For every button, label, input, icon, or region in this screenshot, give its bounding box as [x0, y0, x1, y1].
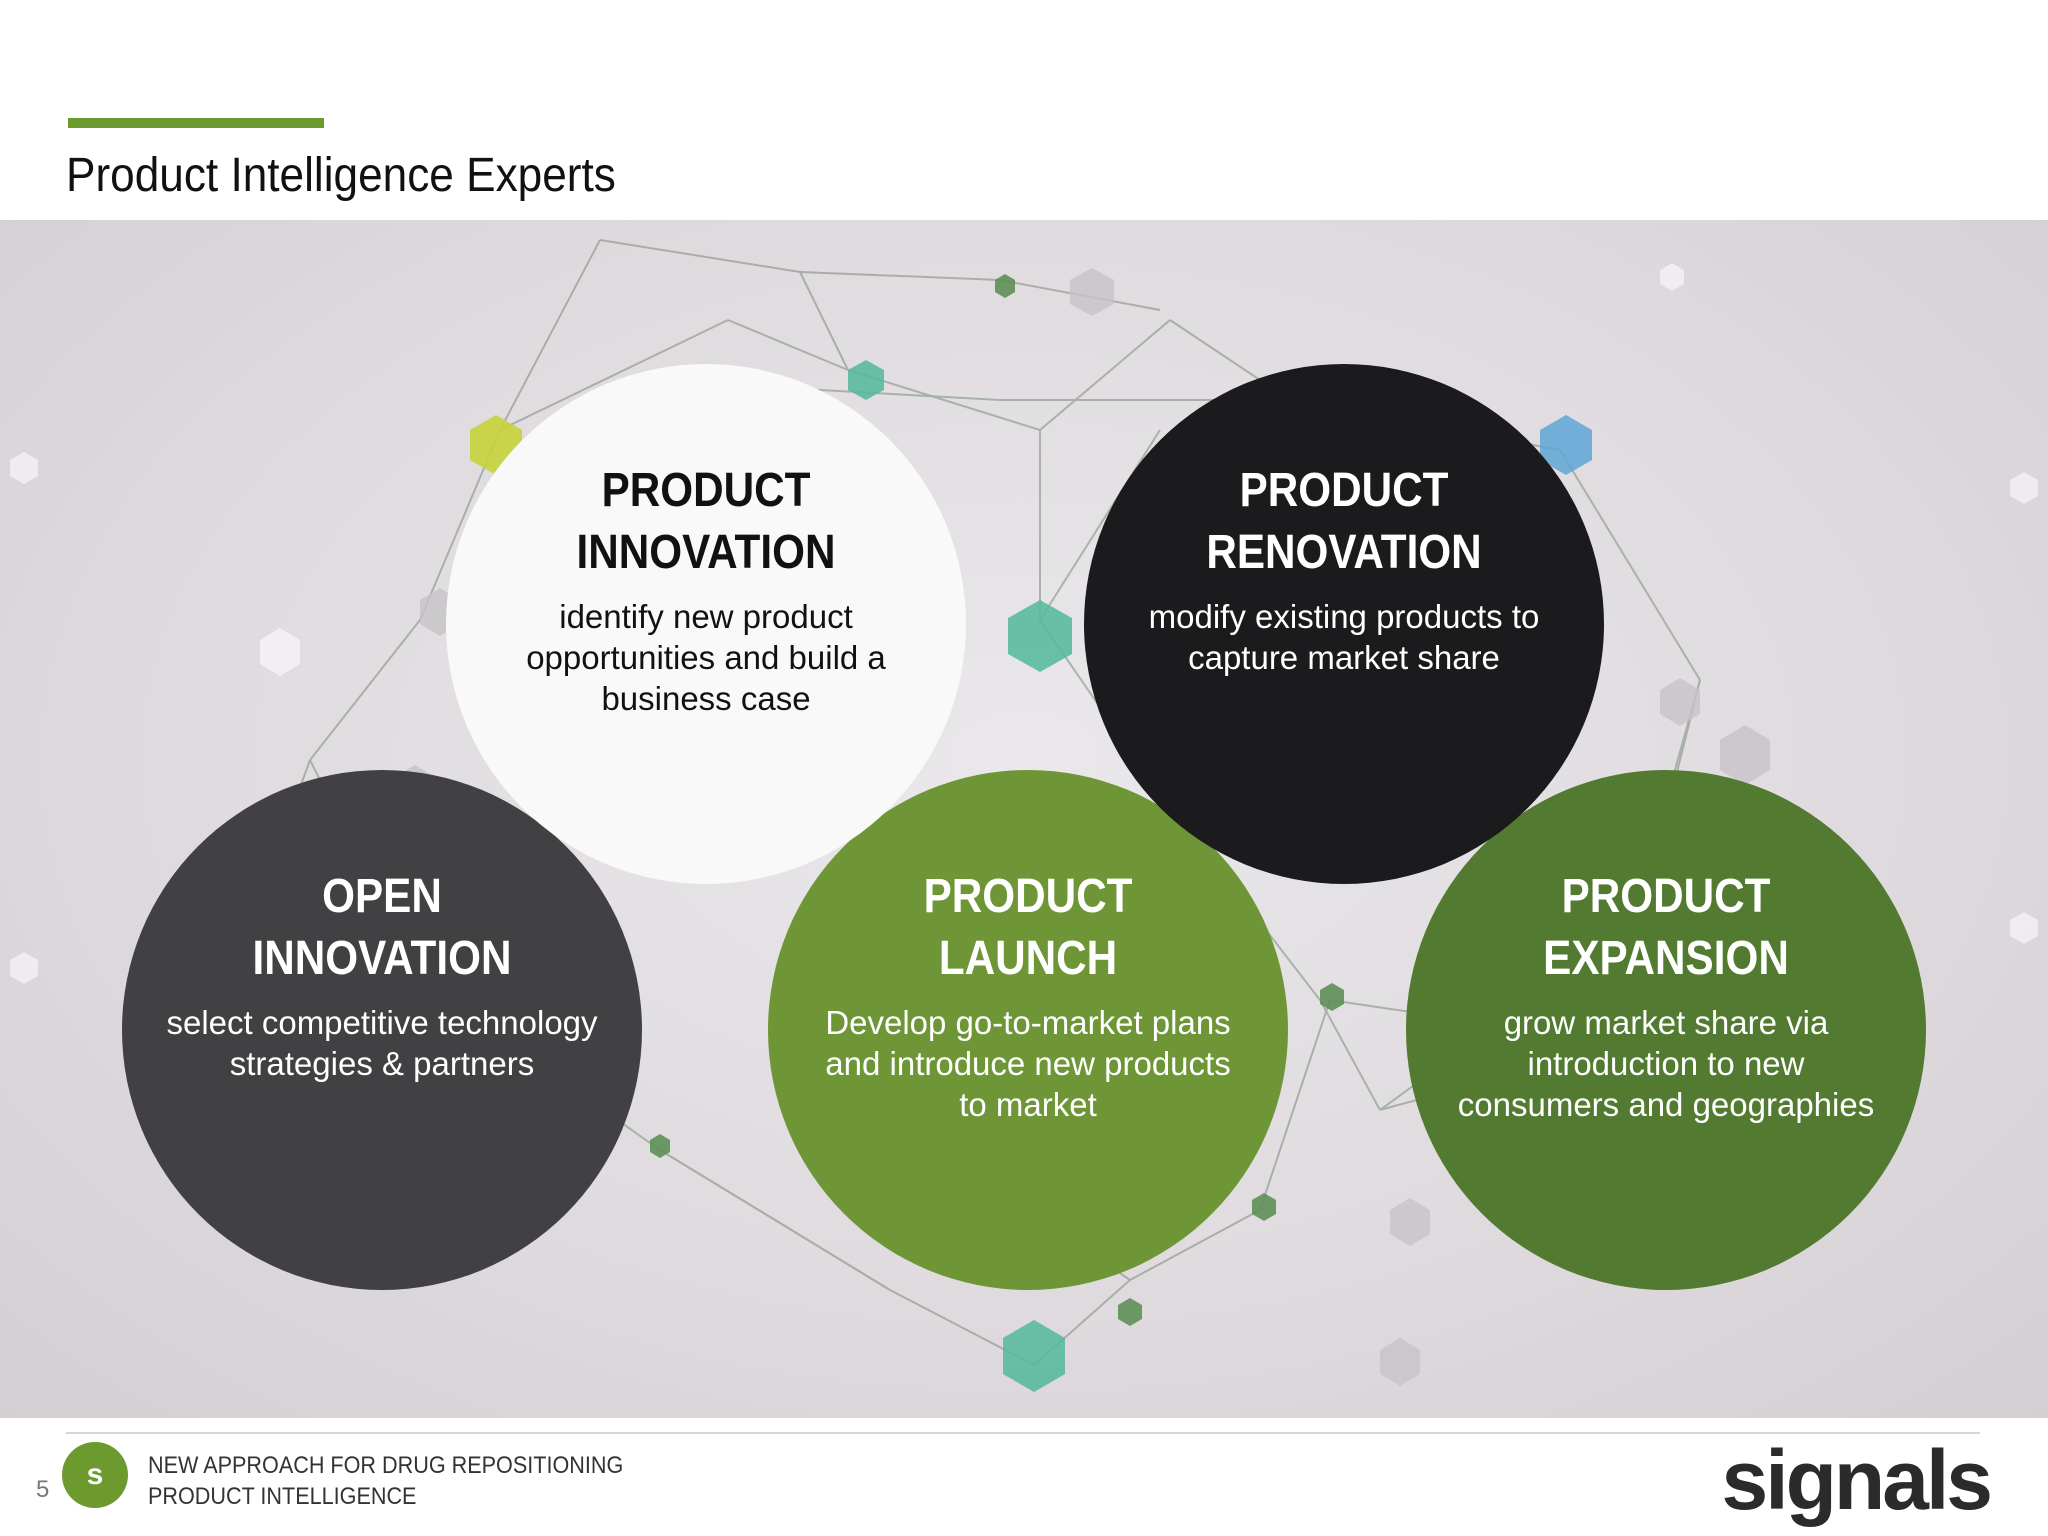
footer-caption-line2: PRODUCT INTELLIGENCE: [148, 1483, 417, 1510]
open-innovation-heading: OPEN INNOVATION: [153, 866, 611, 990]
product-launch-circle: PRODUCT LAUNCH Develop go-to-market plan…: [768, 770, 1288, 1290]
page-number: 5: [36, 1476, 50, 1503]
product-launch-heading: PRODUCT LAUNCH: [799, 866, 1257, 990]
footer-caption-line1: NEW APPROACH FOR DRUG REPOSITIONING: [148, 1452, 624, 1479]
product-expansion-description: grow market share via introduction to ne…: [1457, 1004, 1875, 1123]
open-innovation-description: select competitive technology strategies…: [166, 1004, 598, 1082]
product-renovation-heading: PRODUCT RENOVATION: [1115, 460, 1573, 584]
product-expansion-heading: PRODUCT EXPANSION: [1437, 866, 1895, 990]
signals-logo-icon: s: [62, 1442, 128, 1508]
product-innovation-heading: PRODUCT INNOVATION: [477, 460, 935, 584]
footer-divider: [66, 1432, 1980, 1434]
title-accent-bar: [68, 118, 324, 128]
slide-title: Product Intelligence Experts: [66, 149, 616, 202]
open-innovation-circle: OPEN INNOVATION select competitive techn…: [122, 770, 642, 1290]
heading-line: OPEN: [322, 870, 442, 923]
product-renovation-circle: PRODUCT RENOVATION modify existing produ…: [1084, 364, 1604, 884]
footer-caption: NEW APPROACH FOR DRUG REPOSITIONING PROD…: [148, 1450, 623, 1512]
heading-line: PRODUCT: [1239, 464, 1449, 517]
brand-wordmark: signals: [1721, 1433, 1993, 1527]
heading-line: PRODUCT: [923, 870, 1133, 923]
heading-line: PRODUCT: [601, 464, 811, 517]
product-innovation-circle: PRODUCT INNOVATION identify new product …: [446, 364, 966, 884]
heading-line: LAUNCH: [938, 932, 1118, 985]
product-expansion-circle: PRODUCT EXPANSION grow market share via …: [1406, 770, 1926, 1290]
heading-line: RENOVATION: [1206, 526, 1482, 579]
heading-line: INNOVATION: [252, 932, 512, 985]
heading-line: PRODUCT: [1561, 870, 1771, 923]
product-innovation-description: identify new product opportunities and b…: [526, 598, 886, 717]
heading-line: EXPANSION: [1543, 932, 1789, 985]
product-renovation-description: modify existing products to capture mark…: [1148, 598, 1540, 676]
product-launch-description: Develop go-to-market plans and introduce…: [825, 1004, 1231, 1123]
heading-line: INNOVATION: [576, 526, 836, 579]
